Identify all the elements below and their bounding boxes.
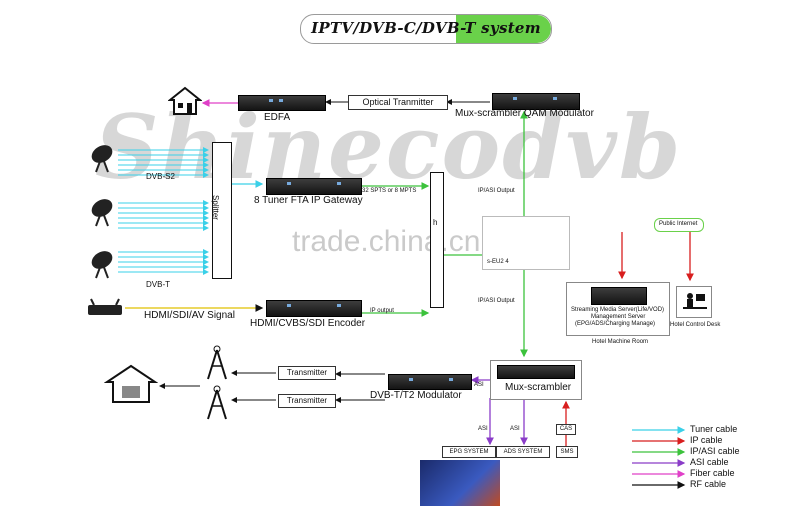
page-title: IPTV/DVB-C/DVB-T system — [311, 19, 541, 37]
edfa-device — [238, 95, 326, 111]
legend-tuner-cable: Tuner cable — [690, 424, 738, 434]
control-desk-label: Hotel Control Desk — [670, 322, 721, 328]
watermark-site: trade.china.cn — [292, 225, 481, 258]
server-fragment-box: s-EU2 4 — [482, 216, 570, 270]
house-icon — [168, 86, 202, 115]
transmitter-box: Transmitter — [278, 394, 336, 408]
switch-label: h — [433, 218, 438, 227]
encoder-label: HDMI/CVBS/SDI Encoder — [250, 318, 366, 329]
public-internet-box: Public Internet — [654, 218, 704, 232]
hdmi-signal-label: HDMI/SDI/AV Signal — [144, 310, 235, 321]
streaming-server-line2: Management Server — [591, 314, 646, 320]
qam-modulator-label: Mux-scrambler QAM Modulator — [455, 108, 594, 119]
public-internet-label: Public Internet — [659, 221, 698, 227]
ip-asi-output-top-label: IP/ASI Output — [478, 188, 515, 194]
cas-box: CAS — [556, 424, 576, 435]
house-icon — [104, 364, 158, 403]
router-icon — [88, 298, 122, 315]
tuner-gateway-device — [266, 178, 362, 195]
satellite-dish-icon — [91, 199, 113, 227]
antenna-icon — [91, 251, 113, 279]
encoder-device — [266, 300, 362, 317]
legend-ip-cable: IP cable — [690, 435, 723, 445]
machine-room-label: Hotel Machine Room — [592, 339, 649, 345]
legend-ip-asi-cable: IP/ASI cable — [690, 446, 740, 456]
ads-system-box: ADS SYSTEM — [496, 446, 550, 458]
server-device — [591, 287, 647, 305]
operator-icon — [683, 293, 707, 309]
spts-mpts-label: 32 SPTS or 8 MPTS — [362, 188, 417, 194]
tower-icon — [207, 385, 227, 420]
title-accent — [456, 15, 551, 43]
machine-room-box: Streaming Media Server(Life/VOD) Managem… — [566, 282, 670, 336]
dvbt-modulator-device — [388, 374, 472, 390]
sms-box: SMS — [556, 446, 578, 458]
streaming-server-line1: Streaming Media Server(Life/VOD) — [571, 307, 665, 313]
tuner-gateway-label: 8 Tuner FTA IP Gateway — [254, 195, 363, 206]
qam-modulator-device — [492, 93, 580, 110]
optical-transmitter-box: Optical Tranmitter — [348, 95, 448, 110]
splitter-label: Splitter — [210, 195, 220, 220]
splitter-box: Splitter — [210, 142, 232, 279]
streaming-server-line3: (EPG/ADS/Charging Manage) — [575, 321, 656, 327]
dvb-t-label: DVB-T — [146, 280, 170, 289]
ip-output-label: IP output — [370, 308, 394, 314]
dvbt-modulator-label: DVB-T/T2 Modulator — [370, 390, 462, 401]
asi-small-label: ASI — [474, 382, 484, 388]
asi-right-label: ASI — [510, 426, 520, 432]
mux-scrambler-label: Mux-scrambler — [505, 382, 572, 393]
legend-fiber-cable: Fiber cable — [690, 468, 735, 478]
control-desk-box — [676, 286, 712, 318]
ip-asi-output-bottom-label: IP/ASI Output — [478, 298, 515, 304]
title-banner: IPTV/DVB-C/DVB-T system — [300, 14, 552, 44]
epg-screen-image — [420, 460, 500, 506]
asi-left-label: ASI — [478, 426, 488, 432]
tower-icon — [207, 345, 227, 380]
legend-rf-cable: RF cable — [690, 479, 727, 489]
satellite-dish-icon — [91, 145, 113, 173]
edfa-label: EDFA — [264, 112, 291, 123]
mux-scrambler-device — [497, 365, 575, 379]
dvb-s2-label: DVB-S2 — [146, 172, 175, 181]
mux-scrambler-box: Mux-scrambler — [490, 360, 582, 400]
ip-switch-box: h — [430, 172, 444, 308]
epg-system-box: EPG SYSTEM — [442, 446, 496, 458]
transmitter-box: Transmitter — [278, 366, 336, 380]
streaming-fragment-label: s-EU2 4 — [487, 259, 509, 265]
legend-asi-cable: ASI cable — [690, 457, 729, 467]
